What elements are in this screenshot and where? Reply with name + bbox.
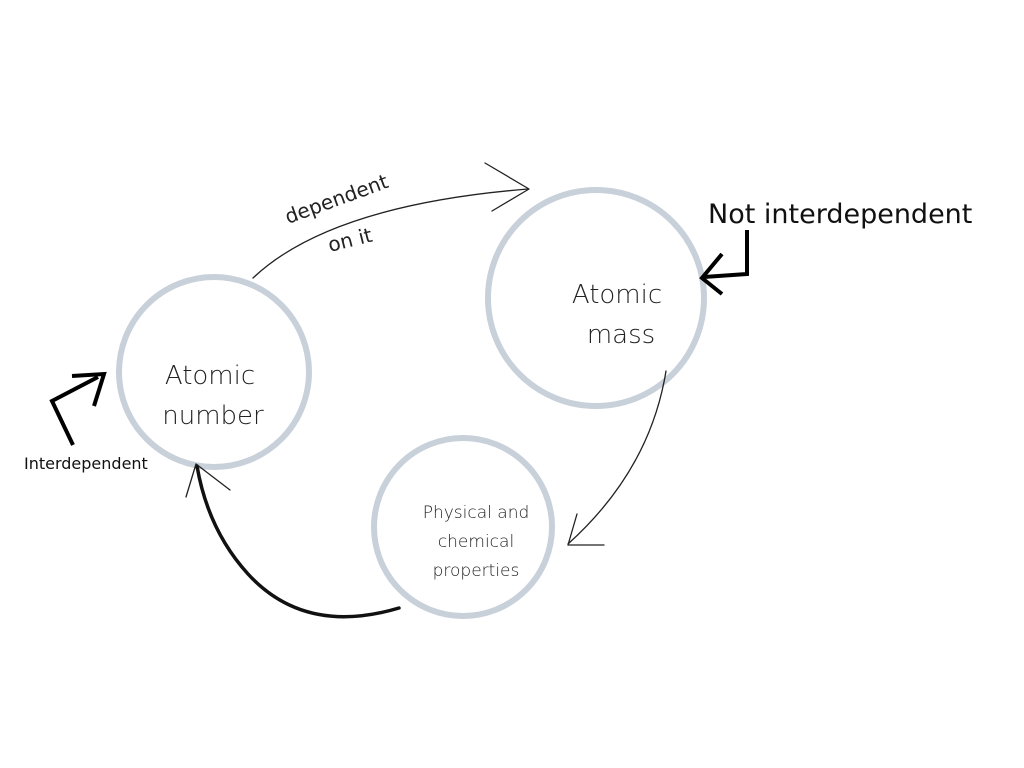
number-to-mass-arrow-head bbox=[484, 162, 530, 212]
interdependent-pointer-icon bbox=[49, 375, 99, 446]
mass-to-properties-arrow-line bbox=[567, 370, 667, 545]
interdependent-label: Interdependent bbox=[24, 454, 148, 473]
number-to-mass-label-line1: dependent bbox=[282, 169, 392, 229]
atomic-mass-circle bbox=[485, 187, 707, 409]
atomic-mass-label-line2: mass bbox=[587, 320, 655, 350]
note-interdependent: Interdependent bbox=[24, 371, 148, 473]
atomic-number-circle bbox=[116, 274, 312, 470]
atomic-number-label-line1: Atomic bbox=[165, 361, 255, 391]
properties-label-line3: properties bbox=[433, 561, 520, 581]
interdependent-arrowhead-icon bbox=[71, 371, 107, 407]
properties-to-number-arrow-head bbox=[185, 463, 231, 498]
not-interdependent-arrowhead-icon bbox=[699, 252, 724, 296]
mass-to-properties-arrow-head bbox=[567, 513, 605, 546]
not-interdependent-label: Not interdependent bbox=[708, 199, 972, 230]
properties-to-number-arrow-line bbox=[195, 464, 401, 619]
properties-label-line2: chemical bbox=[438, 532, 514, 552]
edge-number-to-mass: dependent on it bbox=[252, 162, 530, 279]
not-interdependent-pointer-icon bbox=[703, 230, 749, 279]
atomic-number-label-line2: number bbox=[162, 401, 264, 431]
properties-circle bbox=[371, 435, 555, 619]
edge-properties-to-number bbox=[185, 463, 401, 619]
properties-label-line1: Physical and bbox=[423, 503, 530, 523]
number-to-mass-arrow-line bbox=[252, 188, 529, 279]
number-to-mass-label-line2: on it bbox=[325, 223, 374, 257]
node-atomic-number: Atomic number bbox=[116, 274, 312, 470]
note-not-interdependent: Not interdependent bbox=[699, 199, 972, 296]
node-atomic-mass: Atomic mass bbox=[485, 187, 707, 409]
node-properties: Physical and chemical properties bbox=[371, 435, 555, 619]
edge-mass-to-properties bbox=[567, 370, 667, 546]
atomic-mass-label-line1: Atomic bbox=[572, 280, 662, 310]
